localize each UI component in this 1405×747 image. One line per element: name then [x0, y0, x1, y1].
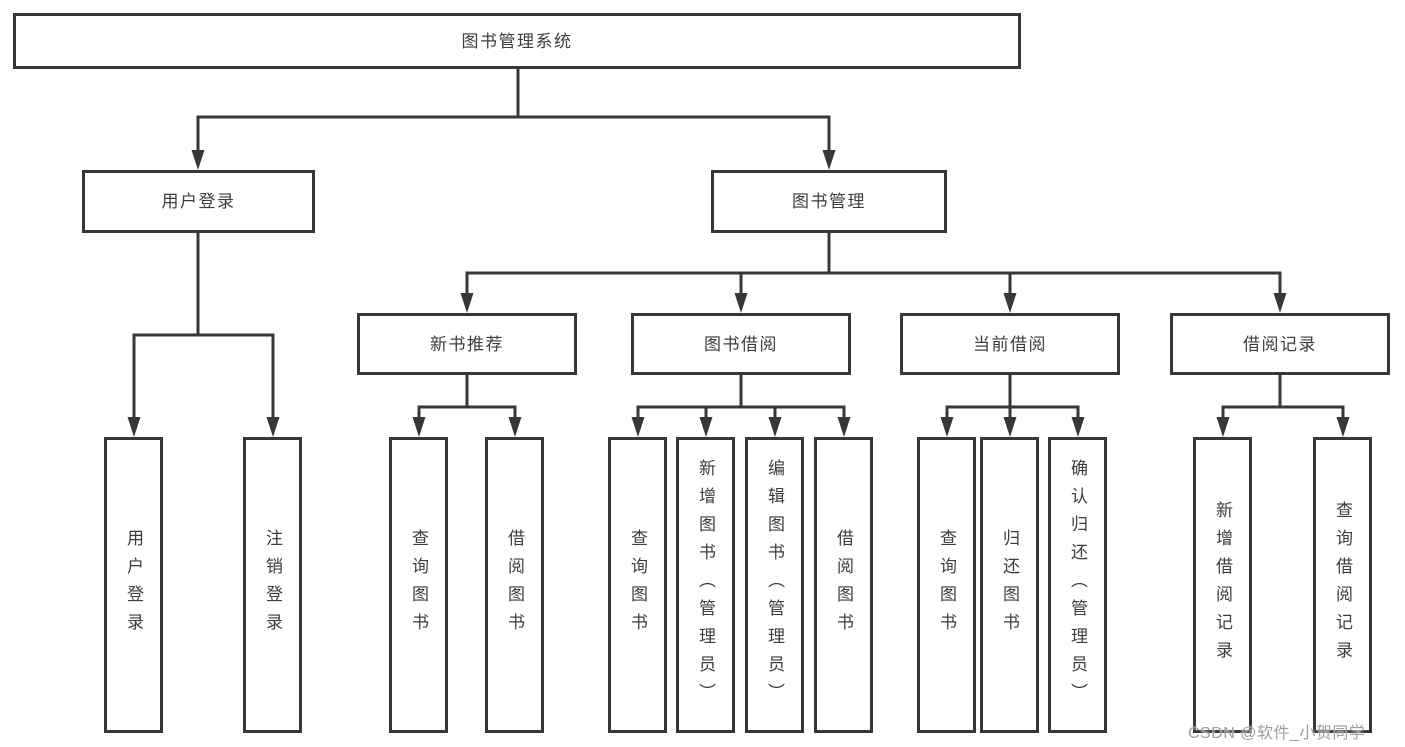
node-leaf-query-book-3: 查询图书	[917, 437, 976, 733]
arrowhead-icon	[699, 417, 713, 437]
node-current-borrow: 当前借阅	[900, 313, 1120, 375]
arrowhead-icon	[1336, 417, 1350, 437]
node-label-leaf-borrow-book-1: 借阅图书	[505, 529, 524, 641]
node-leaf-add-record: 新增借阅记录	[1193, 437, 1252, 733]
connector-path	[465, 233, 1282, 297]
arrowhead-icon	[631, 417, 645, 437]
arrowhead-icon	[412, 417, 426, 437]
node-label-user-login-branch: 用户登录	[161, 192, 236, 211]
connector-path	[132, 233, 275, 421]
node-label-leaf-edit-book: 编辑图书（管理员）	[765, 459, 784, 711]
arrowhead-icon	[191, 150, 205, 170]
node-label-leaf-add-book: 新增图书（管理员）	[696, 459, 715, 711]
node-label-leaf-add-record: 新增借阅记录	[1213, 501, 1232, 669]
node-borrow-records: 借阅记录	[1170, 313, 1390, 375]
connector-path	[1221, 375, 1345, 421]
arrowhead-icon	[508, 417, 522, 437]
node-label-leaf-borrow-book-2: 借阅图书	[834, 529, 853, 641]
node-label-leaf-user-login: 用户登录	[124, 529, 143, 641]
node-label-leaf-query-book-3: 查询图书	[937, 529, 956, 641]
node-label-book-borrow: 图书借阅	[704, 334, 778, 354]
node-label-leaf-confirm-return: 确认归还（管理员）	[1068, 459, 1087, 711]
node-leaf-edit-book: 编辑图书（管理员）	[745, 437, 804, 733]
arrowhead-icon	[1273, 293, 1287, 313]
arrowhead-icon	[822, 150, 836, 170]
node-new-book-rec: 新书推荐	[357, 313, 577, 375]
arrowhead-icon	[1003, 417, 1017, 437]
connector-path	[945, 375, 1080, 421]
arrowhead-icon	[460, 293, 474, 313]
node-user-login-branch: 用户登录	[82, 170, 315, 233]
connector-path	[196, 69, 831, 154]
node-label-leaf-query-book-2: 查询图书	[628, 529, 647, 641]
arrowhead-icon	[1216, 417, 1230, 437]
node-leaf-user-login: 用户登录	[104, 437, 163, 733]
node-label-current-borrow: 当前借阅	[973, 334, 1047, 354]
arrowhead-icon	[940, 417, 954, 437]
node-label-leaf-logout: 注销登录	[263, 529, 282, 641]
watermark-text: CSDN @软件_小贺同学	[1188, 725, 1366, 742]
node-label-leaf-query-record: 查询借阅记录	[1333, 501, 1352, 669]
node-label-leaf-query-book-1: 查询图书	[409, 529, 428, 641]
node-book-borrow: 图书借阅	[631, 313, 851, 375]
node-leaf-return-book: 归还图书	[980, 437, 1039, 733]
node-leaf-query-record: 查询借阅记录	[1313, 437, 1372, 733]
arrowhead-icon	[768, 417, 782, 437]
arrowhead-icon	[1003, 293, 1017, 313]
arrowhead-icon	[1071, 417, 1085, 437]
node-leaf-borrow-book-2: 借阅图书	[814, 437, 873, 733]
node-leaf-borrow-book-1: 借阅图书	[485, 437, 544, 733]
node-label-new-book-rec: 新书推荐	[430, 334, 504, 354]
node-label-leaf-return-book: 归还图书	[1000, 529, 1019, 641]
arrowhead-icon	[837, 417, 851, 437]
arrowhead-icon	[127, 417, 141, 437]
node-leaf-confirm-return: 确认归还（管理员）	[1048, 437, 1107, 733]
arrowhead-icon	[734, 293, 748, 313]
node-leaf-query-book-1: 查询图书	[389, 437, 448, 733]
node-book-mgmt-branch: 图书管理	[711, 170, 947, 233]
node-leaf-query-book-2: 查询图书	[608, 437, 667, 733]
node-leaf-logout: 注销登录	[243, 437, 302, 733]
connector-path	[636, 375, 846, 421]
node-leaf-add-book: 新增图书（管理员）	[676, 437, 735, 733]
arrowhead-icon	[266, 417, 280, 437]
node-label-borrow-records: 借阅记录	[1243, 334, 1317, 354]
node-label-book-mgmt-branch: 图书管理	[792, 192, 866, 211]
connector-path	[417, 375, 517, 421]
node-root: 图书管理系统	[13, 13, 1021, 69]
node-label-root: 图书管理系统	[461, 31, 573, 51]
